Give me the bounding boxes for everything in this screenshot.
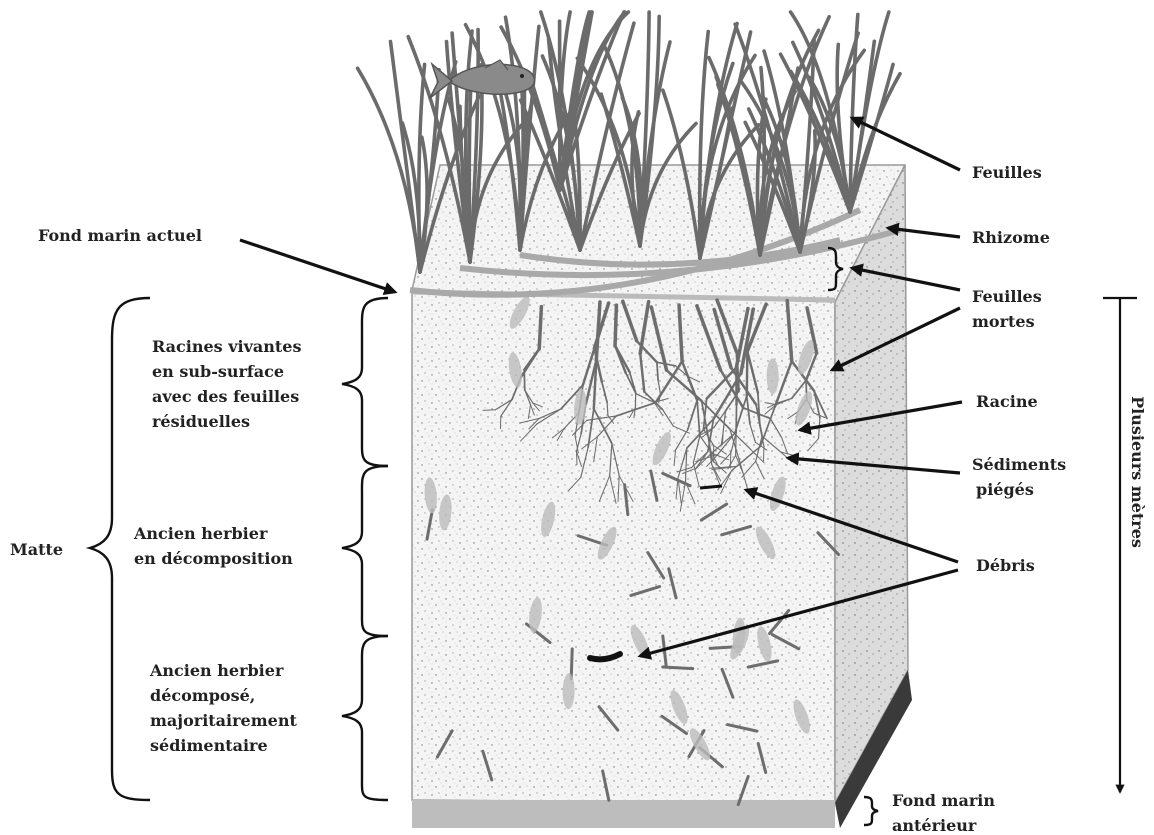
root-fragment — [571, 649, 572, 679]
root-fragment — [663, 667, 693, 669]
root-branch — [539, 307, 541, 349]
label-sediments-pieges: Sédiments piégés — [972, 455, 1072, 499]
root-branch — [483, 410, 495, 411]
label-matte: Matte — [10, 540, 63, 559]
label-fond-marin-anterieur: Fond marin antérieur — [892, 791, 1001, 835]
label-rhizome: Rhizome — [972, 228, 1050, 247]
label-fond-marin-actuel: Fond marin actuel — [38, 226, 202, 245]
label-plusieurs-metres: Plusieurs mètres — [1128, 396, 1147, 548]
root-branch — [615, 305, 616, 345]
label-racine: Racine — [976, 392, 1038, 411]
block-base — [412, 800, 835, 828]
root-branch — [607, 402, 608, 415]
label-layer-3: Ancien herbier décomposé, majoritairemen… — [149, 661, 302, 755]
label-feuilles-mortes: Feuilles mortes — [972, 287, 1047, 331]
debris-piece — [700, 486, 722, 488]
root-branch — [657, 362, 658, 380]
root-branch — [730, 453, 731, 468]
seagrass-leaf — [358, 68, 420, 272]
brace-layer-3 — [342, 636, 388, 800]
label-feuilles: Feuilles — [972, 163, 1042, 182]
label-debris: Débris — [976, 556, 1035, 575]
label-layer-1: Racines vivantes en sub-surface avec des… — [152, 337, 307, 431]
label-layer-2: Ancien herbier en décomposition — [133, 524, 293, 568]
arrow-fond-marin-actuel — [240, 240, 395, 292]
root-branch — [763, 447, 764, 461]
brace-layer-2 — [342, 466, 388, 636]
root-branch — [576, 452, 577, 465]
brace-fond-marin-anterieur — [864, 797, 878, 825]
brace-layer-1 — [342, 298, 388, 466]
root-branch — [722, 432, 723, 445]
